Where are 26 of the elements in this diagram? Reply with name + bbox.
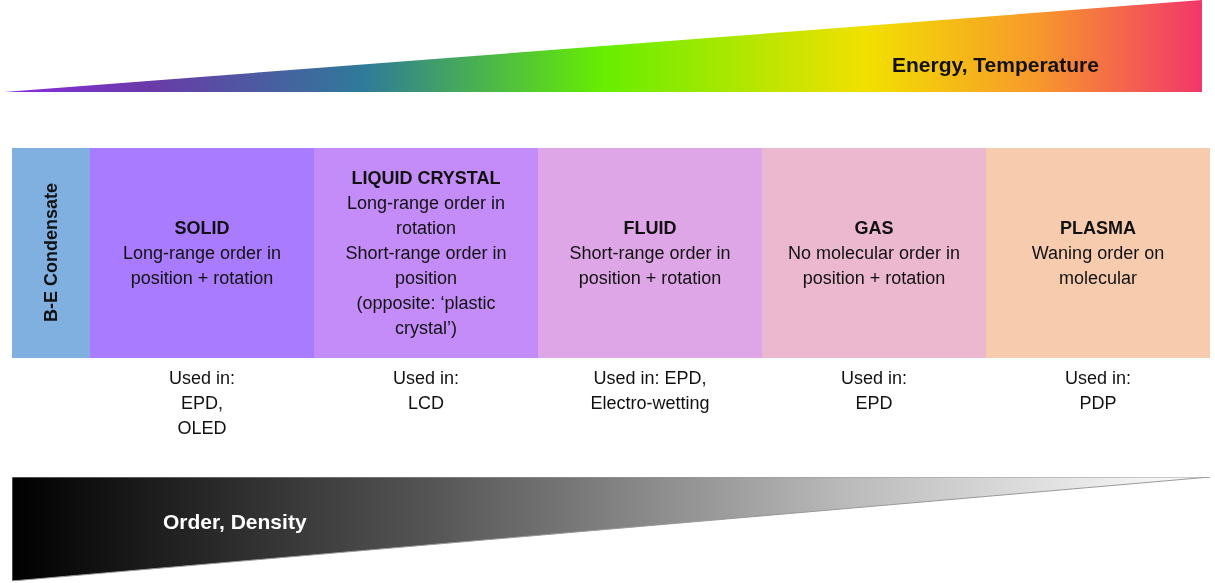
state-panel <box>90 148 314 358</box>
state-description: Long-range order in rotation <box>345 191 507 240</box>
state-panel <box>538 148 762 358</box>
usage-note: Used in: LCD <box>391 367 460 415</box>
state-heading: GAS <box>854 216 894 240</box>
usage-note: Used in: PDP <box>1063 367 1132 415</box>
state-description: Short-range order in position + rotation <box>568 241 732 290</box>
usage-note: Used in: EPD <box>839 367 908 415</box>
state-heading: B-E Condensate <box>39 183 62 323</box>
state-heading: LIQUID CRYSTAL <box>351 166 501 190</box>
state-panel <box>314 148 538 358</box>
wedge-label: Energy, Temperature <box>892 53 1099 77</box>
state-description: Waning order on molecular <box>1030 241 1166 290</box>
state-description: Short-range order in position <box>344 241 508 290</box>
state-heading: FLUID <box>623 216 677 240</box>
usage-note: Used in: EPD, Electro-wetting <box>589 367 711 415</box>
wedge-label: Order, Density <box>163 510 307 534</box>
state-description: (opposite: ‘plastic crystal’) <box>355 291 497 340</box>
usage-note: Used in: EPD, OLED <box>167 367 236 440</box>
state-description: No molecular order in position + rotation <box>786 241 962 290</box>
state-heading: SOLID <box>174 216 230 240</box>
state-panel <box>762 148 986 358</box>
state-description: Long-range order in position + rotation <box>121 241 283 290</box>
state-heading: PLASMA <box>1060 216 1136 240</box>
side-panel <box>12 148 90 358</box>
state-panel <box>986 148 1210 358</box>
